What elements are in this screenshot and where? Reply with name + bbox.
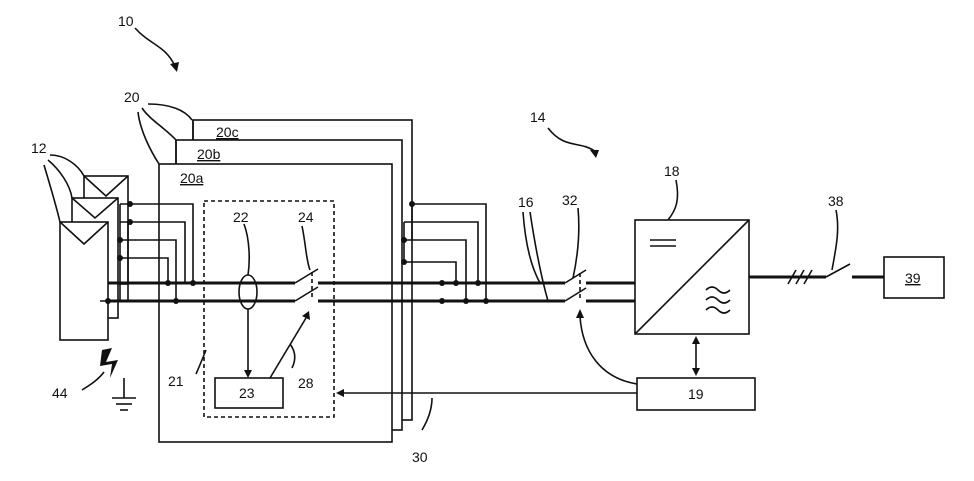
junction-dot [127, 201, 133, 207]
arrow-head [576, 309, 584, 318]
junction-dot [173, 298, 179, 304]
ground-fault-44 [100, 348, 136, 410]
actuation-line-32 [580, 316, 637, 384]
label-16: 16 [518, 194, 534, 210]
junction-dot [439, 280, 445, 286]
label-24: 24 [298, 209, 314, 225]
arrow-head [692, 368, 700, 376]
label-39: 39 [905, 270, 921, 286]
junction-dot [401, 237, 407, 243]
label-23: 23 [239, 385, 255, 401]
junction-dot [190, 280, 196, 286]
junction-dot [475, 280, 481, 286]
label-22: 22 [233, 209, 249, 225]
label-44: 44 [52, 385, 68, 401]
junction-dot [105, 298, 111, 304]
label-32: 32 [562, 192, 578, 208]
label-20: 20 [124, 89, 140, 105]
arrow-head [692, 336, 700, 344]
right-combiner-wires [404, 204, 486, 301]
junction-dot [127, 219, 133, 225]
junction-dot [453, 280, 459, 286]
label-18: 18 [664, 163, 680, 179]
junction-dot [117, 237, 123, 243]
label-30: 30 [412, 449, 428, 465]
inverter-18 [635, 220, 749, 334]
label-20c: 20c [216, 124, 239, 140]
junction-dot [165, 280, 171, 286]
junction-dot [409, 201, 415, 207]
junction-dot [439, 298, 445, 304]
junction-dot [483, 298, 489, 304]
label-10: 10 [118, 13, 134, 29]
junction-dot [463, 298, 469, 304]
label-20a: 20a [180, 170, 204, 186]
switch-32 [565, 270, 586, 301]
label-14: 14 [530, 109, 546, 125]
label-12: 12 [31, 140, 47, 156]
junction-dot [117, 255, 123, 261]
label-21: 21 [168, 373, 184, 389]
label-28: 28 [298, 375, 314, 391]
ac-output-line [749, 264, 884, 284]
label-20b: 20b [197, 146, 221, 162]
label-38: 38 [828, 193, 844, 209]
label-19: 19 [688, 386, 704, 402]
junction-dot [401, 259, 407, 265]
